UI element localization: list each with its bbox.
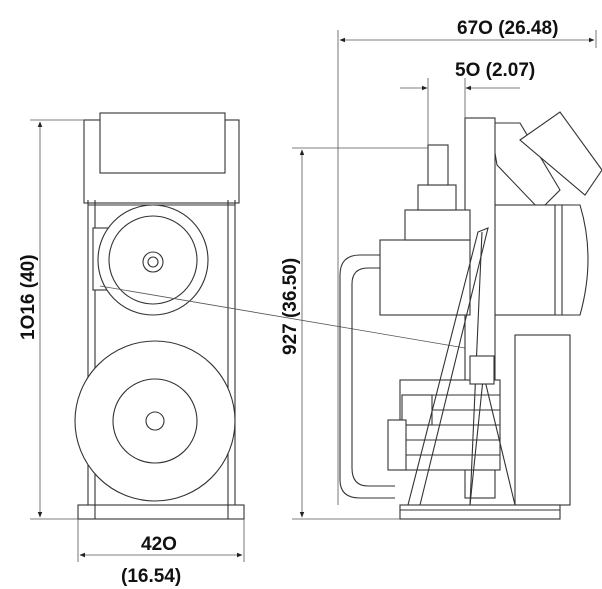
side-pipe (339, 254, 395, 499)
dimension-lines (30, 30, 597, 562)
offset-label: 5O (2.07) (455, 60, 535, 81)
side-right-block (514, 334, 571, 506)
side-motor (379, 144, 471, 316)
front-view (74, 112, 466, 520)
side-lower-gearbox (387, 379, 501, 471)
side-height-label: 927 (36.50) (280, 258, 301, 355)
base-width-mm-label: 42O (141, 534, 177, 555)
front-base (77, 504, 245, 520)
side-view (339, 111, 602, 520)
front-upper-pulley (92, 204, 209, 316)
overall-width-label: 67O (26.48) (457, 18, 558, 39)
side-base (399, 504, 561, 520)
front-lower-flywheel (74, 340, 236, 502)
base-width-in-label: (16.54) (121, 566, 181, 587)
side-belt (407, 227, 520, 506)
front-height-label: 1O16 (40) (18, 254, 39, 340)
